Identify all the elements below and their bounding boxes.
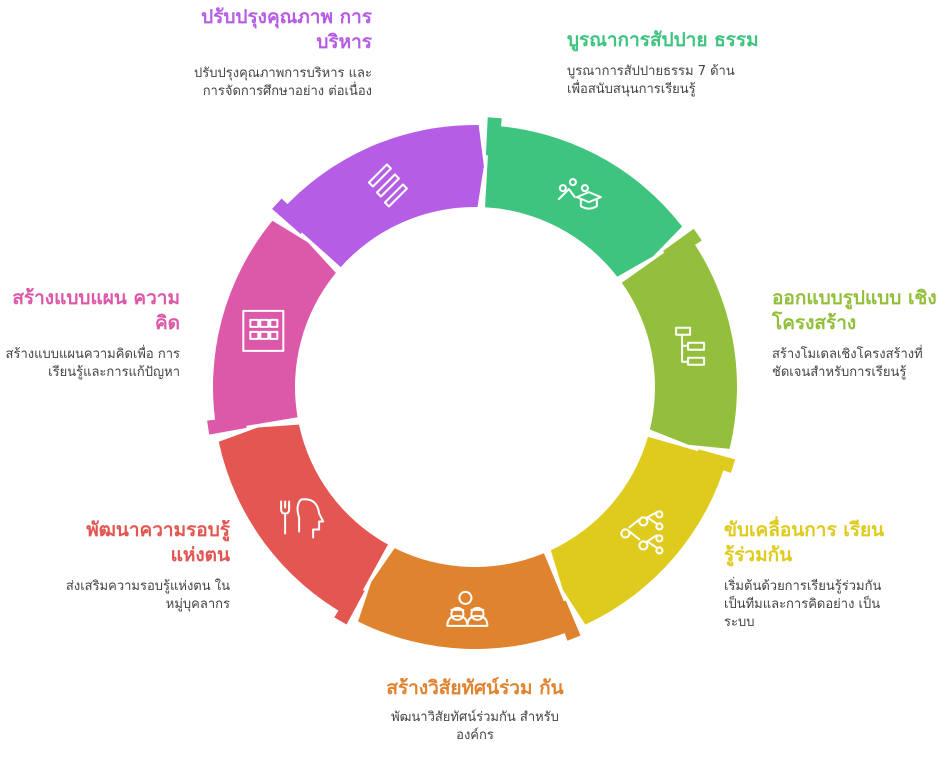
- head-idea-icon: [280, 498, 325, 539]
- step-desc: สร้างแบบแผนความคิดเพื่อ การเรียนรู้และกา…: [5, 347, 180, 380]
- segment-tab: [662, 228, 702, 262]
- step-title: ออกแบบรูปแบบ เชิงโครงสร้าง: [772, 287, 937, 334]
- segment-tab: [272, 198, 309, 234]
- step-desc: บูรณาการสัปปายธรรม 7 ด้านเพื่อสนับสนุนกา…: [567, 64, 735, 97]
- segment-tab: [485, 117, 502, 157]
- segment-arc: [218, 424, 388, 617]
- step-purple: ปรับปรุงคุณภาพ การบริหาร ปรับปรุงคุณภาพก…: [172, 5, 372, 101]
- step-title: บูรณาการสัปปาย ธรรม: [567, 29, 759, 51]
- segment-arc: [621, 235, 737, 449]
- segment-orange: [358, 548, 581, 649]
- segment-tab: [554, 600, 581, 641]
- step-desc: สร้างโมเดลเชิงโครงสร้างที่ชัดเจนสำหรับกา…: [772, 347, 923, 380]
- segment-green: [485, 117, 683, 277]
- segment-lime: [621, 228, 737, 449]
- step-red: พัฒนาความรอบรู้ แห่งตน ส่งเสริมความรอบรู…: [50, 518, 230, 614]
- team-icon: [446, 590, 489, 627]
- segment-yellow: [550, 436, 736, 625]
- segment-pink: [207, 220, 336, 435]
- step-desc: พัฒนาวิสัยทัศน์ร่วมกัน สำหรับองค์กร: [391, 710, 559, 743]
- segment-arc: [485, 125, 683, 277]
- step-desc: ปรับปรุงคุณภาพการบริหาร และการจัดการศึกษ…: [194, 66, 372, 99]
- segment-tab: [207, 415, 247, 435]
- step-title: ขับเคลื่อนการ เรียนรู้ร่วมกัน: [724, 519, 885, 566]
- segment-purple: [272, 125, 484, 268]
- step-orange: สร้างวิสัยทัศน์ร่วม กัน พัฒนาวิสัยทัศน์ร…: [380, 676, 570, 745]
- segment-red: [218, 424, 388, 625]
- step-pink: สร้างแบบแผน ความคิด สร้างแบบแผนความคิดเพ…: [0, 286, 180, 382]
- segment-arc: [550, 436, 727, 625]
- hierarchy-icon: [675, 326, 706, 366]
- step-lime: ออกแบบรูปแบบ เชิงโครงสร้าง สร้างโมเดลเชิ…: [772, 286, 942, 382]
- pencils-icon: [367, 163, 408, 208]
- network-icon: [620, 510, 664, 555]
- step-title: พัฒนาความรอบรู้ แห่งตน: [86, 519, 230, 566]
- grid-icon: [242, 309, 285, 352]
- step-desc: เริ่มต้นด้วยการเรียนรู้ร่วมกัน เป็นทีมแล…: [724, 579, 882, 630]
- step-yellow: ขับเคลื่อนการ เรียนรู้ร่วมกัน เริ่มต้นด้…: [724, 518, 894, 632]
- step-green: บูรณาการสัปปาย ธรรม บูรณาการสัปปายธรรม 7…: [567, 28, 787, 99]
- segment-arc: [358, 548, 576, 649]
- graduation-cap-icon: [557, 178, 602, 210]
- step-title: ปรับปรุงคุณภาพ การบริหาร: [201, 6, 372, 53]
- segment-tab: [334, 584, 365, 625]
- step-desc: ส่งเสริมความรอบรู้แห่งตน ในหมู่บุคลากร: [65, 579, 230, 612]
- step-title: สร้างแบบแผน ความคิด: [12, 287, 180, 334]
- step-title: สร้างวิสัยทัศน์ร่วม กัน: [386, 677, 564, 699]
- segment-tab: [694, 449, 736, 473]
